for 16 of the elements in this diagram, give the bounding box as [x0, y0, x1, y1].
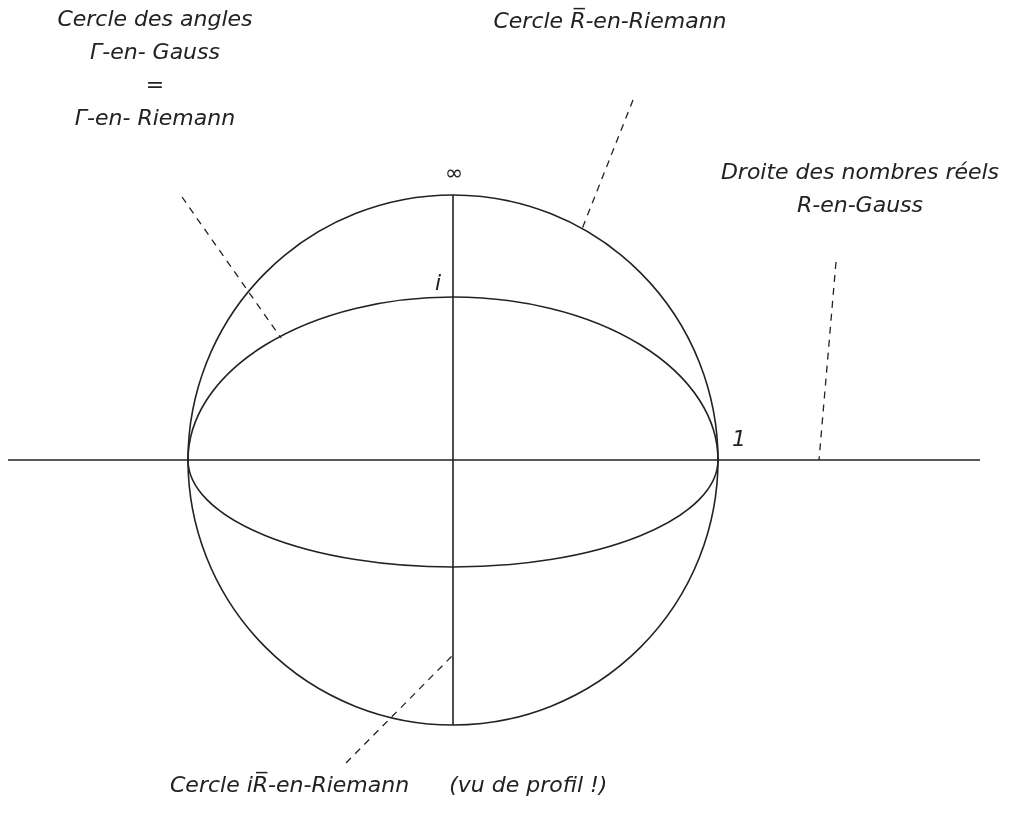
annotation-text: Γ-en- Gauss	[89, 38, 221, 66]
annotation-text: =	[144, 71, 166, 99]
annotation-text: Cercle des angles	[56, 5, 254, 33]
infinity-label: ∞	[445, 162, 464, 184]
point-label: 1	[732, 428, 746, 450]
leader-line	[345, 654, 454, 764]
annotation-text: Γ-en- Riemann	[73, 104, 237, 132]
annotation-text: Cercle iR̅-en-Riemann	[170, 771, 410, 799]
leader-line	[581, 99, 634, 230]
leader-line	[181, 196, 282, 339]
annotation-text: R-en-Gauss	[795, 191, 924, 219]
leader-line	[818, 261, 837, 461]
annotation-text: (vu de profil !)	[449, 771, 608, 799]
annotation-text: Cercle R̅-en-Riemann	[492, 7, 728, 35]
annotation-text: Droite des nombres réels	[719, 158, 1001, 186]
point-label: i	[435, 272, 442, 294]
